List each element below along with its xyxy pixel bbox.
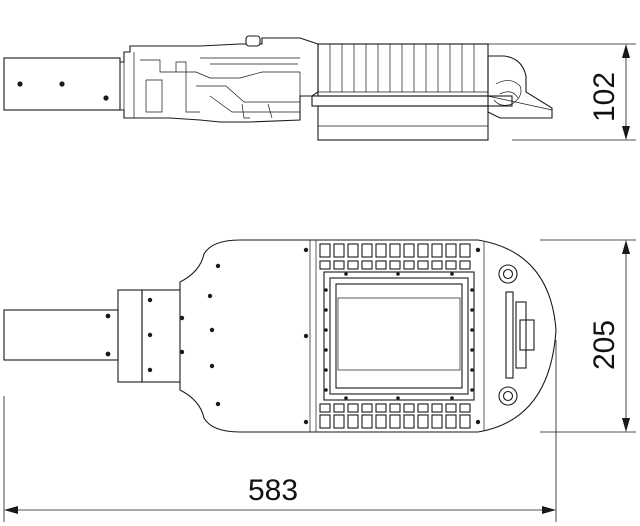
- top-view: [3, 239, 557, 433]
- side-driver-housing: [120, 35, 319, 123]
- top-clamp-block: [117, 289, 143, 383]
- dimension-width-label: 205: [588, 320, 621, 370]
- side-lens: [317, 105, 489, 141]
- side-heat-sink: [317, 43, 489, 97]
- side-bottom-plate: [311, 95, 513, 107]
- side-top-knob: [245, 35, 261, 47]
- dimension-width: 205: [540, 239, 636, 433]
- top-lens-panel: [323, 271, 475, 401]
- side-view: [3, 35, 553, 141]
- bottom-led-row: [319, 403, 471, 429]
- side-end-cap: [487, 55, 553, 119]
- side-bolt: [17, 81, 23, 87]
- top-housing-outline: [179, 239, 557, 433]
- dimension-height-label: 102: [588, 72, 621, 122]
- side-mount-bracket: [3, 57, 121, 111]
- dimension-height: 102: [318, 43, 636, 141]
- top-led-row: [319, 243, 471, 270]
- side-bolt: [103, 95, 109, 101]
- side-bolt: [59, 81, 65, 87]
- dimension-length: 583: [3, 340, 557, 522]
- dimension-length-label: 583: [248, 474, 298, 507]
- top-mount-arm: [3, 309, 119, 361]
- top-end-cap: [498, 264, 535, 406]
